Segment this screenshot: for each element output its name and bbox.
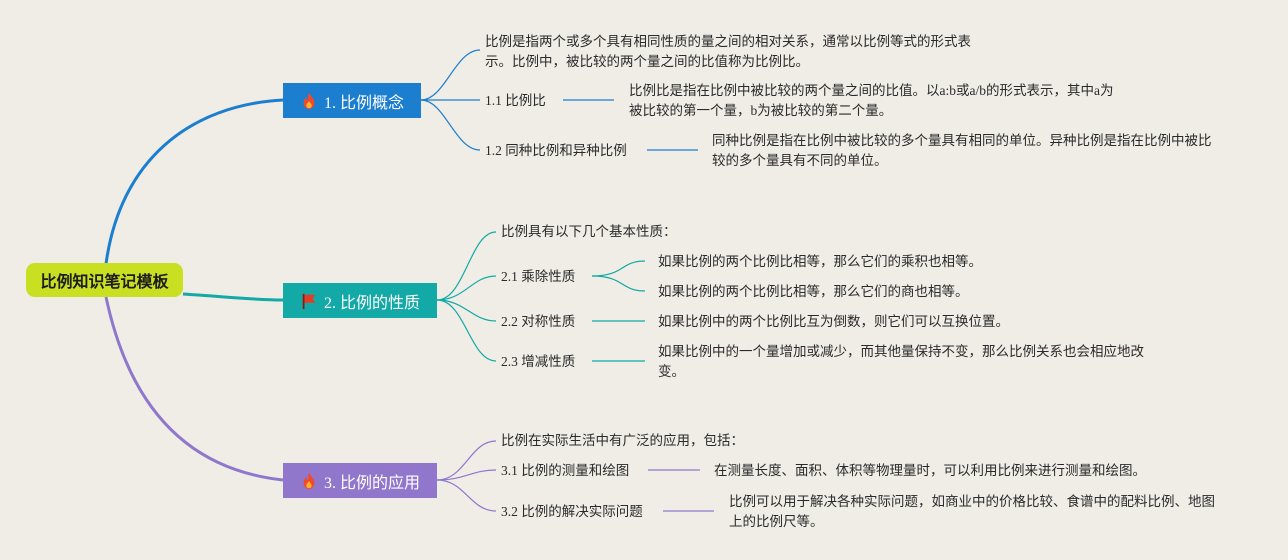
b3-intro-line: [436, 440, 497, 481]
branch-2-topic[interactable]: 2. 比例的性质: [283, 283, 437, 318]
root-to-branch-1-line: [104, 98, 284, 265]
branch-3-item-2-desc: 比例可以用于解决各种实际问题，如商业中的价格比较、食谱中的配料比例、地图上的比例…: [729, 494, 1215, 529]
branch-3-intro: 比例在实际生活中有广泛的应用，包括：: [501, 433, 744, 448]
fire-icon: [303, 92, 315, 109]
branch-2-item-2-desc: 如果比例中的两个比例比互为倒数，则它们可以互换位置。: [658, 314, 1009, 329]
branch-1-item-2-label[interactable]: 1.2 同种比例和异种比例: [485, 143, 627, 158]
b2-item3-line: [436, 299, 497, 362]
b2-item1-desc1-line: [591, 260, 646, 277]
root-topic[interactable]: 比例知识笔记模板: [26, 263, 183, 297]
branch-1-item-1-desc: 比例比是指在比例中被比较的两个量之间的比值。以a:b或a/b的形式表示，其中a为…: [629, 83, 1114, 118]
b2-item2-line: [436, 299, 497, 322]
branch-2-item-2-label[interactable]: 2.2 对称性质: [501, 314, 576, 329]
branch-2-item-1-desc-1: 如果比例的两个比例比相等，那么它们的乘积也相等。: [658, 254, 982, 269]
branch-3-item-1-label[interactable]: 3.1 比例的测量和绘图: [501, 463, 630, 478]
branch-1-title: 1. 比例概念: [323, 94, 404, 112]
b2-item1-line: [436, 275, 497, 301]
branch-2-item-1-label[interactable]: 2.1 乘除性质: [501, 269, 576, 284]
b2-intro-line: [436, 231, 497, 301]
b3-item2-line: [436, 479, 497, 512]
root-to-branch-3-line: [104, 296, 284, 482]
b1-item2-line: [420, 99, 481, 151]
b2-item1-desc2-line: [591, 275, 646, 292]
branch-1-topic[interactable]: 1. 比例概念: [283, 83, 421, 118]
branch-3-title: 3. 比例的应用: [323, 474, 420, 492]
branch-3-item-1-desc: 在测量长度、面积、体积等物理量时，可以利用比例来进行测量和绘图。: [714, 463, 1146, 478]
branch-2-intro: 比例具有以下几个基本性质：: [501, 224, 677, 239]
branch-2-item-3-label[interactable]: 2.3 增减性质: [501, 354, 576, 369]
branch-1-item-1-label[interactable]: 1.1 比例比: [485, 93, 546, 108]
b1-intro-line: [420, 49, 481, 101]
fire-icon: [303, 472, 315, 489]
root-to-branch-2-line: [182, 292, 284, 302]
b3-item1-line: [436, 469, 497, 481]
branch-2-title: 2. 比例的性质: [323, 294, 420, 312]
branch-2-item-3-desc: 如果比例中的一个量增加或减少，而其他量保持不变，那么比例关系也会相应地改变。: [658, 344, 1144, 379]
branch-1-intro: 比例是指两个或多个具有相同性质的量之间的相对关系，通常以比例等式的形式表示。比例…: [485, 34, 971, 69]
flag-icon: [302, 293, 316, 309]
branch-3-item-2-label[interactable]: 3.2 比例的解决实际问题: [501, 504, 643, 519]
branch-3-topic[interactable]: 3. 比例的应用: [283, 463, 437, 498]
branch-1-item-2-desc: 同种比例是指在比例中被比较的多个量具有相同的单位。异种比例是指在比例中被比较的多…: [712, 133, 1212, 168]
branch-2-item-1-desc-2: 如果比例的两个比例比相等，那么它们的商也相等。: [658, 284, 969, 299]
